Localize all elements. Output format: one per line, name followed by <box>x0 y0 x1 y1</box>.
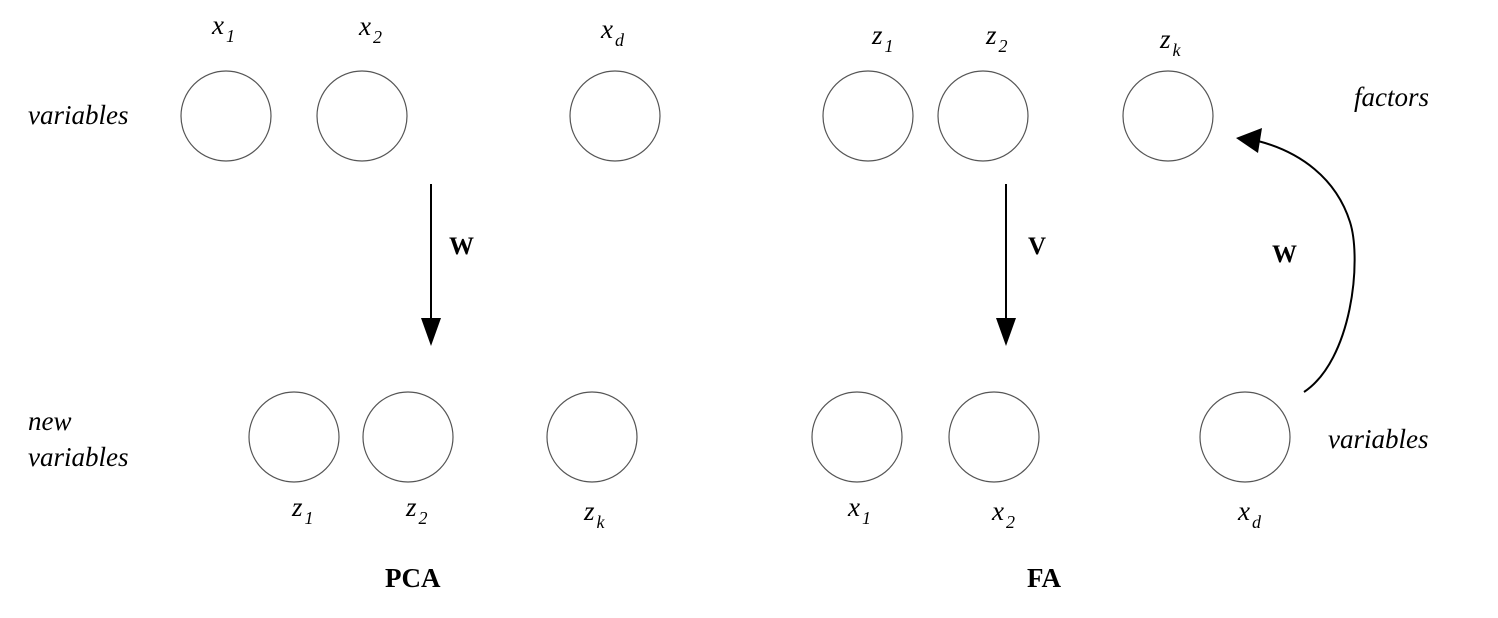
pca-title: PCA <box>385 563 441 593</box>
pca-bottom-side-label-line1: new <box>28 406 72 436</box>
pca-node-z1 <box>248 391 340 483</box>
fa-node-z1 <box>822 70 914 162</box>
fa-matrix-v: V <box>1028 233 1046 260</box>
pca-node-x2 <box>316 70 408 162</box>
fa-w-arrowhead <box>1236 128 1262 153</box>
fa-title: FA <box>1027 563 1061 593</box>
pca-node-xd <box>569 70 661 162</box>
fa-top-side-label: factors <box>1354 82 1429 112</box>
pca-node-zk <box>546 391 638 483</box>
fa-node-zk <box>1122 70 1214 162</box>
fa-v-arrowhead <box>996 318 1016 346</box>
fa-matrix-w: W <box>1272 241 1297 268</box>
fa-node-x1 <box>811 391 903 483</box>
pca-matrix-w: W <box>449 233 474 260</box>
fa-bottom-side-label: variables <box>1328 424 1429 454</box>
pca-bottom-side-label-line2: variables <box>28 442 129 472</box>
pca-node-z2 <box>362 391 454 483</box>
fa-node-x2 <box>948 391 1040 483</box>
fa-node-xd <box>1199 391 1291 483</box>
fa-node-z2 <box>937 70 1029 162</box>
pca-node-x1 <box>180 70 272 162</box>
pca-top-side-label: variables <box>28 100 129 130</box>
pca-w-arrowhead <box>421 318 441 346</box>
fa-w-curved-arrow <box>1257 140 1356 393</box>
